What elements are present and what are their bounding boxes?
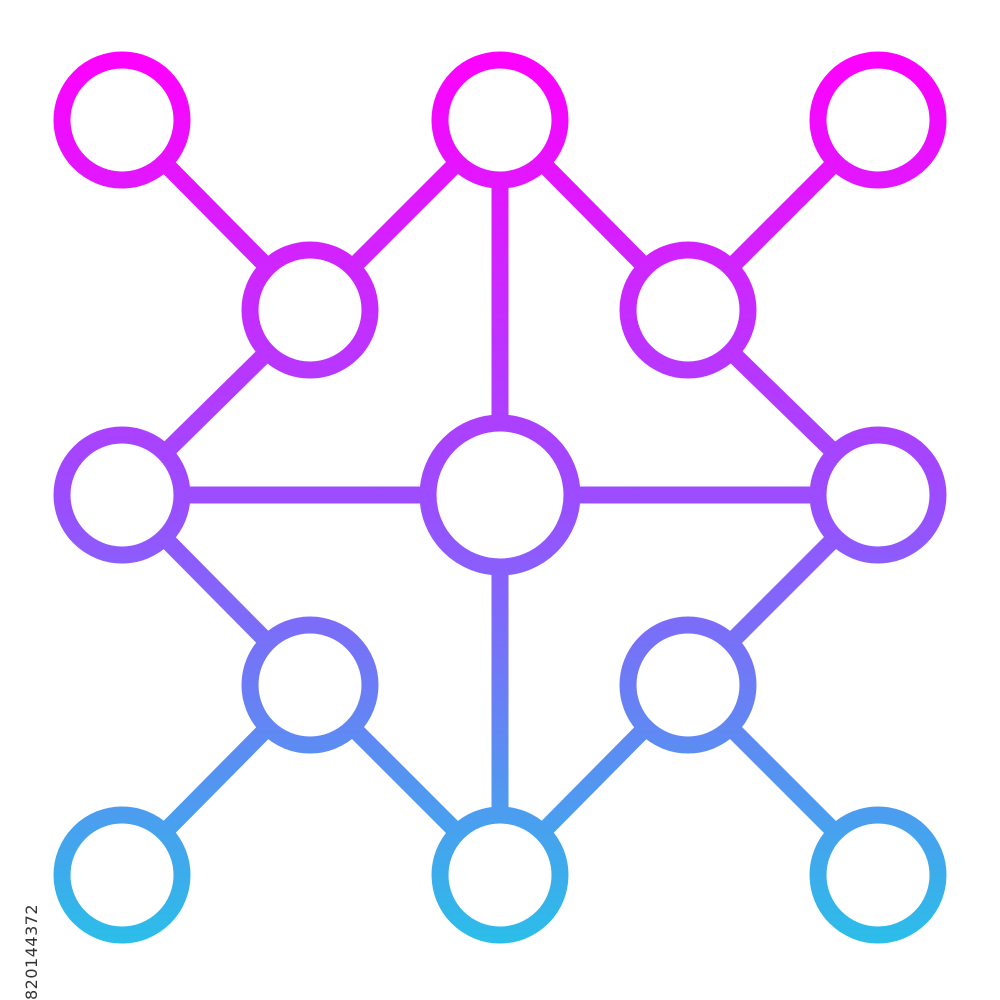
stock-id-label: 820144372 xyxy=(22,903,41,1000)
node-center xyxy=(419,414,581,576)
node-lower-left xyxy=(241,616,379,754)
node-middle-left xyxy=(53,426,191,564)
node-bottom-center xyxy=(431,806,569,944)
node-bottom-left xyxy=(53,806,191,944)
node-top-center xyxy=(431,51,569,189)
node-top-right xyxy=(809,51,947,189)
node-top-left xyxy=(53,51,191,189)
node-lower-right xyxy=(619,616,757,754)
node-middle-right xyxy=(809,426,947,564)
network-nodes xyxy=(53,51,947,944)
node-upper-right xyxy=(619,241,757,379)
node-bottom-right xyxy=(809,806,947,944)
node-upper-left xyxy=(241,241,379,379)
